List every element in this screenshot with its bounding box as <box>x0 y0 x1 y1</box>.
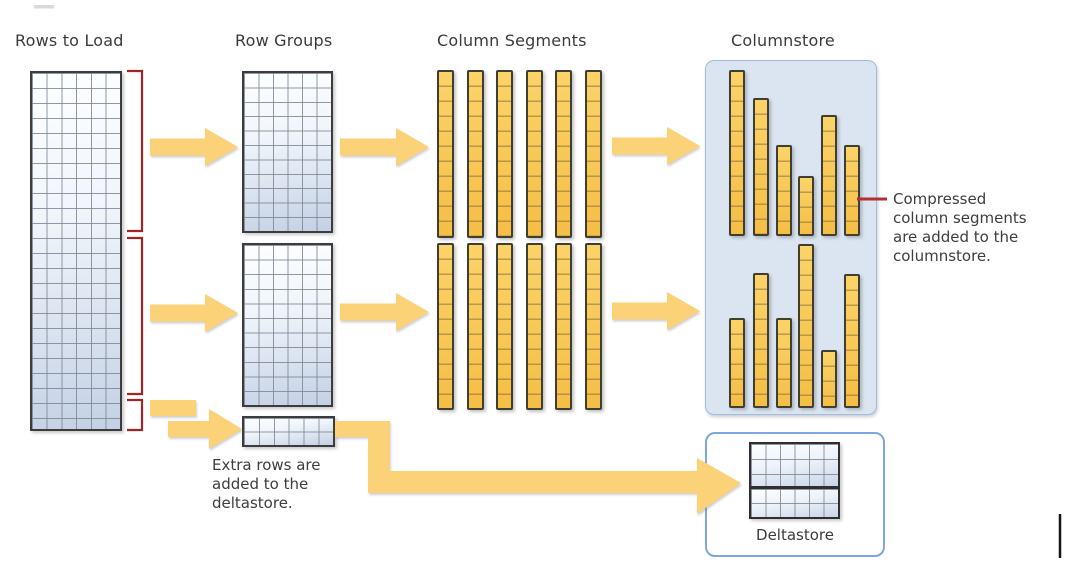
columnstore-segment-bar-g1-5 <box>821 115 837 236</box>
column-segment-bar-g1-2 <box>466 70 484 238</box>
deltastore-panel: Deltastore <box>705 432 885 557</box>
column-segment-bar-g2-6 <box>584 243 602 410</box>
artifact-top-smudge <box>34 5 54 9</box>
annotation-extra-rows: Extra rows are added to the deltastore. <box>212 456 321 512</box>
column-segment-bar-g1-4 <box>525 70 543 238</box>
rows-to-load-table <box>30 71 122 431</box>
row-group-table-2 <box>242 243 333 407</box>
annotation-compressed-segments: Compressed column segments are added to … <box>893 190 1027 265</box>
columnstore-segment-bar-g2-1 <box>729 318 745 408</box>
row-group-brackets <box>127 69 144 432</box>
columnstore-segment-bar-g2-4 <box>798 244 814 408</box>
arrow-extra-step-2 <box>168 421 213 437</box>
column-segment-bar-g1-1 <box>437 70 454 238</box>
columnstore-segment-bar-g1-1 <box>729 70 745 236</box>
columnstore-panel <box>705 60 877 415</box>
bracket-group-1 <box>127 69 144 233</box>
column-segment-bar-g1-3 <box>496 70 513 238</box>
deltastore-table <box>749 442 840 519</box>
columnstore-segment-bar-g1-4 <box>798 176 814 236</box>
stage-title-column-segments: Column Segments <box>437 31 587 50</box>
row-group-table-extra-rows <box>242 416 335 447</box>
column-segment-bar-g2-5 <box>555 243 572 410</box>
columnstore-segment-bar-g1-6 <box>844 145 860 236</box>
stage-title-columnstore: Columnstore <box>731 31 835 50</box>
deltastore-table-top-section <box>751 444 838 489</box>
columnstore-segment-bar-g2-2 <box>753 273 769 408</box>
arrow-rowgroup1-to-segments <box>340 128 429 166</box>
stage-title-row-groups: Row Groups <box>235 31 333 50</box>
column-segment-bar-g1-6 <box>584 70 602 238</box>
deltastore-table-bottom-section <box>751 489 838 517</box>
row-group-table-1 <box>242 71 333 233</box>
columnstore-segment-bar-g1-2 <box>753 98 769 236</box>
arrow-extra-step-1 <box>150 400 196 416</box>
columnstore-segment-bar-g2-6 <box>844 274 860 408</box>
column-segment-bar-g2-1 <box>437 243 454 410</box>
arrow-segments2-to-store <box>612 292 700 330</box>
columnstore-segment-bar-g2-5 <box>821 350 837 408</box>
bracket-group-extra <box>127 398 144 432</box>
bracket-group-2 <box>127 236 144 396</box>
arrow-extra-head <box>209 409 242 449</box>
arrow-delta-elbow-vertical <box>368 421 390 492</box>
column-segment-bar-g1-5 <box>555 70 572 238</box>
columnstore-segment-bar-g2-3 <box>776 318 792 408</box>
arrow-delta-shaft <box>368 471 700 493</box>
deltastore-label: Deltastore <box>756 526 834 544</box>
arrow-delta-elbow-top <box>335 421 390 437</box>
stage-title-rows-to-load: Rows to Load <box>15 31 124 50</box>
column-segment-bar-g2-3 <box>496 243 513 410</box>
arrow-segments1-to-store <box>612 127 700 165</box>
arrow-load-to-rowgroup-1 <box>150 128 238 166</box>
arrow-load-to-rowgroup-2 <box>150 294 238 332</box>
arrow-rowgroup2-to-segments <box>340 293 429 331</box>
column-segment-bar-g2-2 <box>466 243 484 410</box>
columnstore-segment-bar-g1-3 <box>776 145 792 236</box>
column-segment-bar-g2-4 <box>525 243 543 410</box>
